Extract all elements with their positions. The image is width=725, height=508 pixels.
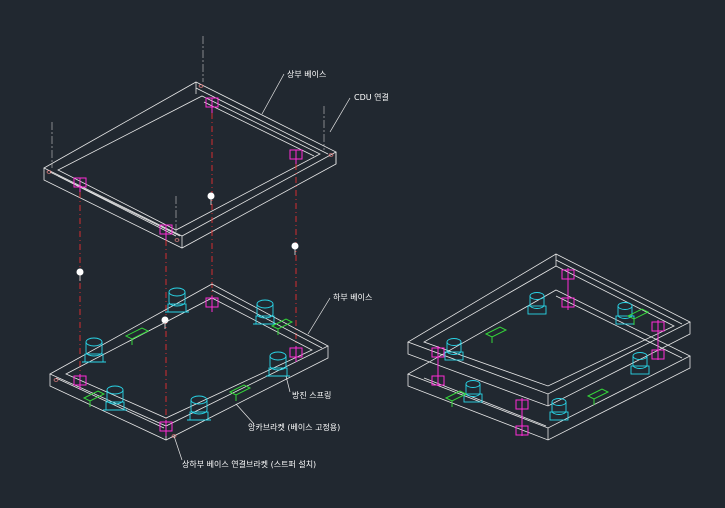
- leader-lines: [173, 73, 351, 461]
- upper-base-connection-brackets: [73, 97, 303, 240]
- alignment-lines: [79, 113, 297, 426]
- anchor-brackets: [82, 318, 294, 407]
- spring-icon: [630, 352, 650, 375]
- assembled-anchor-brackets: [444, 308, 650, 407]
- spring-icon: [253, 299, 277, 325]
- bolt-icons: [76, 192, 299, 329]
- spring-icon: [444, 338, 464, 361]
- label-lower-base: 하부 베이스: [333, 292, 372, 302]
- spring-icon: [463, 380, 483, 403]
- lower-base-connection-brackets: [73, 296, 303, 436]
- label-connection-bracket: 상하부 베이스 연결브라켓 (스트퍼 설치): [182, 459, 316, 469]
- bolt-icon: [76, 268, 84, 281]
- spring-icon: [527, 292, 547, 315]
- assembled-springs: [444, 292, 650, 421]
- vibration-springs: [82, 287, 290, 421]
- lower-base-holes: [53, 378, 177, 438]
- bolt-icon: [207, 192, 215, 205]
- assembled-upper-frame: [407, 253, 691, 407]
- assembled-brackets: [431, 268, 665, 436]
- upper-center-lines: [51, 36, 325, 232]
- label-cdu-connection: CDU 연결: [354, 92, 389, 102]
- spring-icon: [187, 395, 211, 421]
- spring-icon: [103, 385, 127, 411]
- spring-icon: [82, 337, 106, 363]
- label-anchor-bracket: 앙카브라켓 (베이스 고정용): [248, 422, 340, 432]
- spring-icon: [165, 287, 189, 313]
- assembled-lower-frame: [407, 289, 691, 441]
- upper-base-frame: [43, 81, 337, 249]
- label-upper-base: 상부 베이스: [287, 69, 326, 79]
- spring-icon: [549, 398, 569, 421]
- upper-base-holes: [46, 84, 334, 242]
- bolt-icon: [291, 242, 299, 255]
- label-vibration-spring: 방진 스프링: [292, 390, 331, 400]
- spring-icon: [266, 351, 290, 377]
